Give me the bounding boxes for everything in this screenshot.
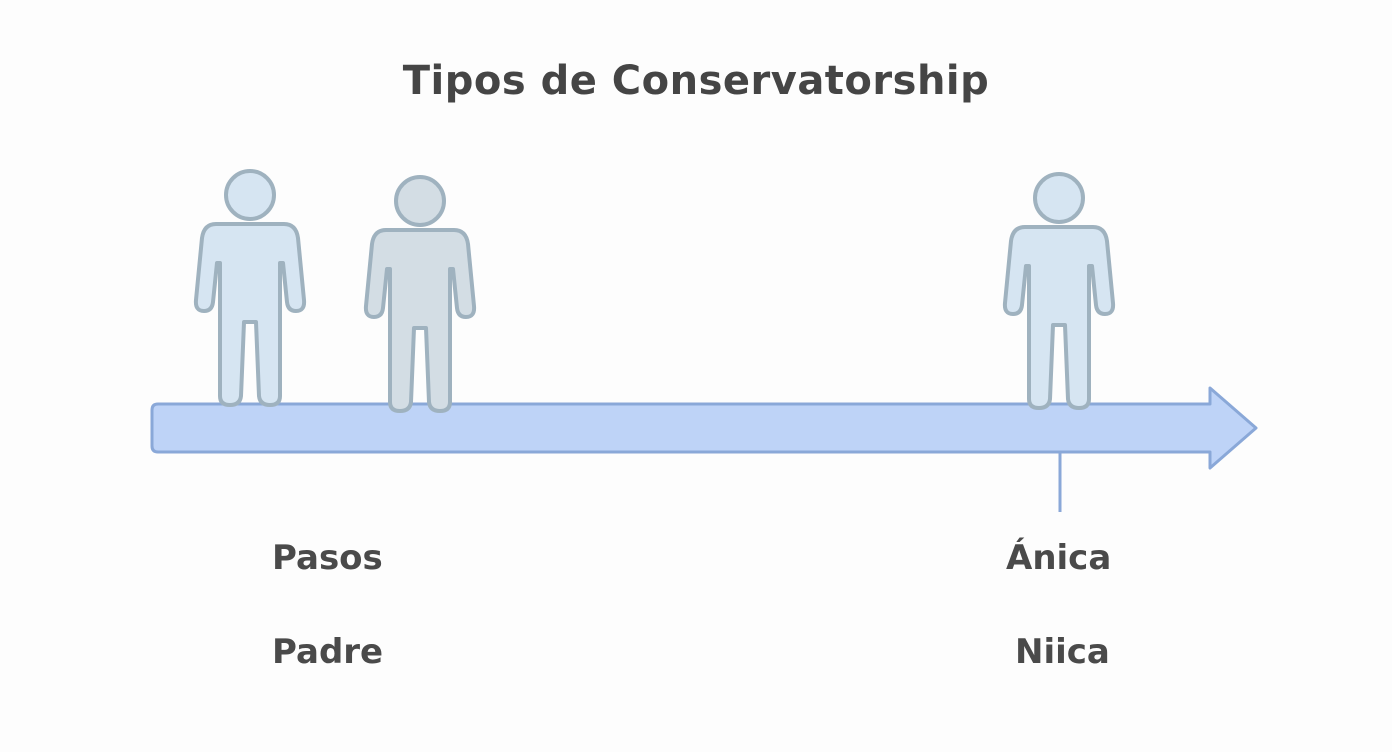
person-icon: [193, 169, 307, 407]
label-left-line2: Padre: [272, 632, 384, 672]
label-right-line1: Ánica: [1006, 538, 1112, 578]
person-icon: [1002, 172, 1116, 410]
person-icon: [363, 175, 477, 413]
diagram-title: Tipos de Conservatorship: [402, 58, 990, 104]
label-left-line1: Pasos: [272, 538, 383, 578]
label-right-line2: Niica: [1015, 632, 1110, 672]
timeline-arrow: [150, 386, 1258, 470]
